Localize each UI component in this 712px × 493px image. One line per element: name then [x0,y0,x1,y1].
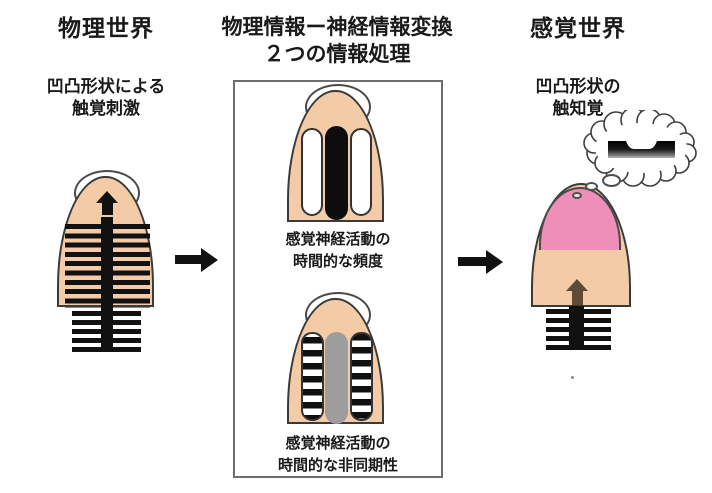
flow-arrow-2-head [486,250,503,274]
afferent-pill-center-active [325,126,348,220]
bubble-trail-dot-medium [585,182,598,191]
afferent-pill-left [301,128,323,216]
up-arrow-shaft [572,290,583,305]
asynchrony-caption: 感覚神経活動の 時間的な非同期性 [238,433,438,477]
sensory-world-subtitle: 凹凸形状の 触知覚 [500,76,656,120]
physical-world-subtitle: 凹凸形状による 触覚刺激 [20,76,192,120]
up-arrow-icon [96,191,118,203]
sensory-world-subtitle-line2: 触知覚 [552,99,604,118]
afferent-pill-center-gray [325,332,348,424]
flow-arrow-2-shaft [458,257,487,266]
thought-bubble-inner [595,123,687,173]
sensory-world-title: 感覚世界 [530,15,626,41]
asynchrony-caption-line1: 感覚神経活動の [285,435,391,452]
sensory-world-subtitle-line1: 凹凸形状の [535,77,621,96]
up-arrow-icon [566,279,588,291]
bubble-trail-dot-large [602,174,621,187]
afferent-pill-right [350,128,372,216]
flow-arrow-1-shaft [175,255,202,264]
flow-arrow-1-head [201,248,218,272]
up-arrow-shaft [102,202,113,215]
afferent-pill-right-striped [350,332,373,421]
frequency-caption-line2: 時間的な頻度 [292,253,383,270]
bubble-trail-dot-small [572,192,582,199]
thought-bubble-icon [583,110,697,187]
afferent-pill-left-striped [301,332,324,421]
frequency-caption: 感覚神経活動の 時間的な頻度 [243,229,433,273]
grating-center-bar [101,217,113,350]
physical-world-subtitle-line2: 触覚刺激 [72,99,140,118]
physical-world-title: 物理世界 [58,15,154,41]
conversion-title-line1: 物理情報ー神経情報変換 [221,16,453,39]
asynchrony-caption-line2: 時間的な非同期性 [277,457,398,474]
physical-world-subtitle-line1: 凹凸形状による [46,77,166,96]
small-dot-artifact [571,376,574,379]
perceived-bump-profile [608,141,675,158]
conversion-title-line2: ２つの情報処理 [263,43,411,66]
conversion-title: 物理情報ー神経情報変換 ２つの情報処理 [217,14,457,68]
grating-center-bar [569,306,584,350]
frequency-caption-line1: 感覚神経活動の [285,231,391,248]
